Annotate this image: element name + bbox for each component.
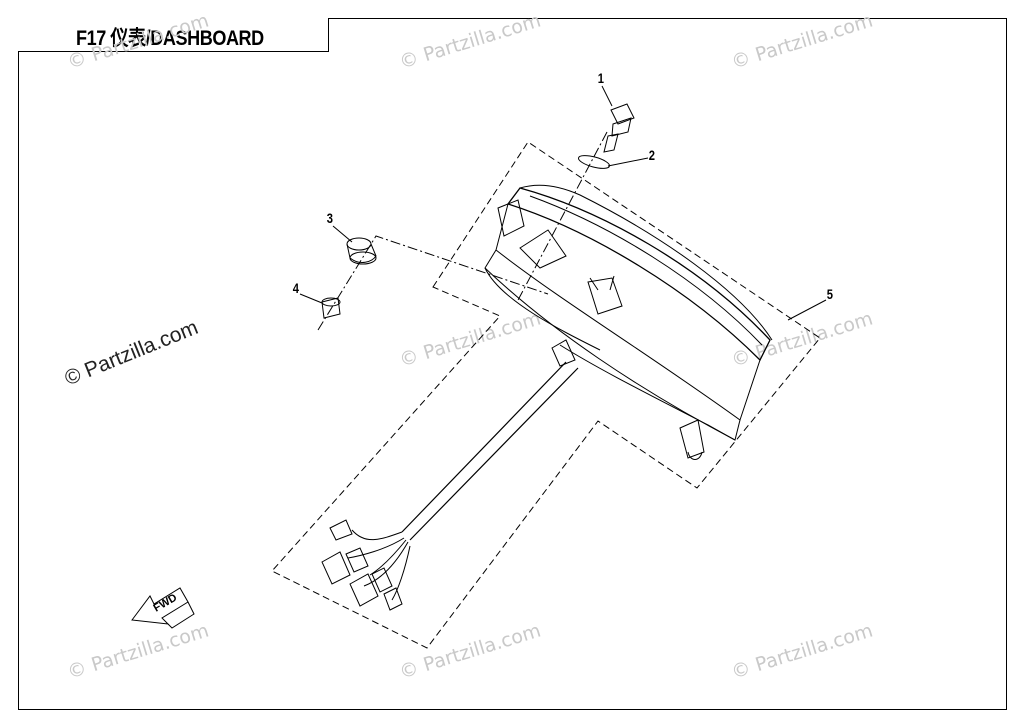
page-title: F17 仪表/DASHBOARD — [76, 27, 264, 50]
collar — [321, 297, 341, 319]
fwd-arrow — [131, 587, 195, 629]
leader-1 — [601, 85, 613, 107]
centerline-bolt — [516, 131, 608, 303]
leader-3 — [332, 225, 353, 243]
callout-4: 4 — [292, 280, 300, 296]
instrument-cluster — [484, 184, 773, 460]
callout-5: 5 — [826, 286, 834, 302]
grommet — [346, 237, 377, 265]
callout-1: 1 — [597, 70, 605, 86]
centerline-grommet — [317, 235, 549, 331]
leader-5 — [787, 299, 827, 321]
assembly-boundary — [271, 141, 821, 649]
callout-2: 2 — [648, 147, 656, 163]
wiring-harness — [321, 361, 579, 611]
leader-2 — [607, 157, 649, 167]
title-box: F17 仪表/DASHBOARD — [18, 18, 329, 52]
bolt — [603, 103, 635, 153]
leader-4 — [299, 293, 323, 304]
callout-3: 3 — [326, 210, 334, 226]
diagram-frame — [18, 18, 1007, 710]
